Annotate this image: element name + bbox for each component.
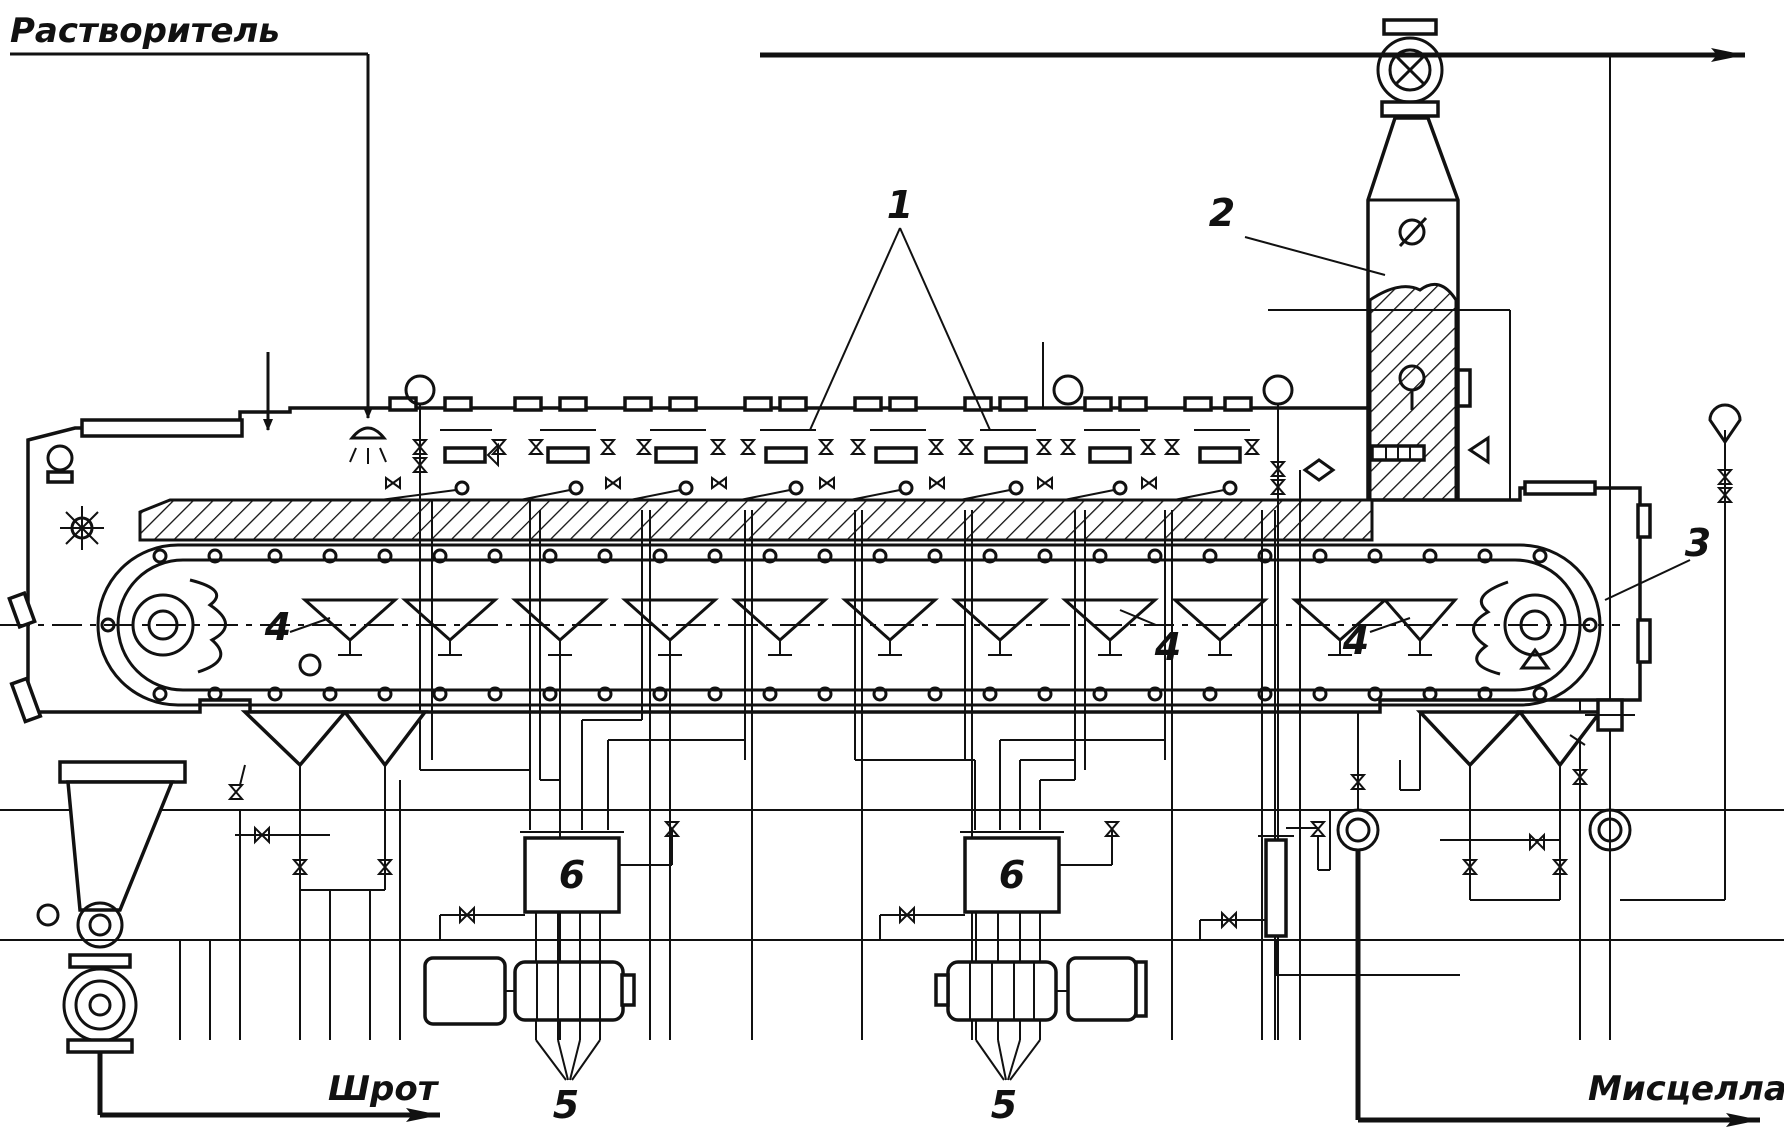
meal-outlet-line [97, 1052, 440, 1122]
miscella-label: Мисцелла [1588, 1069, 1784, 1109]
spray-section-7 [1063, 429, 1140, 501]
meal-discharge-chute [36, 760, 187, 969]
pump-assembly-right [934, 912, 1148, 1081]
meal-screw-pump-icon [62, 967, 138, 1054]
spray-section-1 [379, 429, 499, 501]
spray-section-8 [1173, 429, 1250, 501]
callout-4-middle: 4 [1154, 625, 1181, 669]
spray-section-4 [739, 429, 816, 501]
solvent-inlet-line [10, 52, 388, 464]
callout-3: 3 [1685, 521, 1711, 565]
loading-column [1042, 116, 1511, 560]
distribution-block-left [420, 719, 745, 940]
left-drive-sprocket-icon [131, 578, 227, 674]
distribution-block-right [855, 739, 1165, 940]
callout-leaders [289, 227, 1691, 633]
callout-4-left: 4 [264, 605, 291, 649]
miscella-pump-left-icon [1336, 712, 1380, 852]
callout-5-right: 5 [991, 1083, 1017, 1127]
miscella-pump-right-icon [1585, 698, 1635, 852]
callout-6-right: 6 [999, 853, 1025, 897]
miscella-outlet-line [1355, 850, 1760, 1127]
tension-roller-icon [298, 653, 322, 677]
chain-conveyor [0, 543, 1620, 707]
callout-2: 2 [1209, 191, 1235, 235]
flowmeter [1199, 810, 1460, 976]
callout-6-left: 6 [559, 853, 585, 897]
right-external-hoppers [1399, 710, 1604, 901]
pump-assembly-left [423, 912, 636, 1081]
sight-glass-icon [60, 506, 104, 550]
spray-section-5 [849, 429, 926, 501]
callout-1: 1 [887, 183, 913, 227]
callout-5-left: 5 [553, 1083, 579, 1127]
top-fan-pump-icon [1376, 18, 1444, 118]
spray-section-3 [629, 429, 706, 501]
safety-valve-icon [1708, 403, 1742, 503]
left-external-hoppers [227, 710, 429, 891]
upper-valve-row [385, 439, 1287, 495]
spray-section-2 [519, 429, 596, 501]
meal-label: Шрот [328, 1069, 440, 1109]
spray-manifold [379, 404, 1426, 501]
solvent-label: Растворитель [10, 11, 280, 51]
right-drive-sprocket-icon [1472, 580, 1567, 676]
callout-4-right: 4 [1342, 619, 1369, 663]
